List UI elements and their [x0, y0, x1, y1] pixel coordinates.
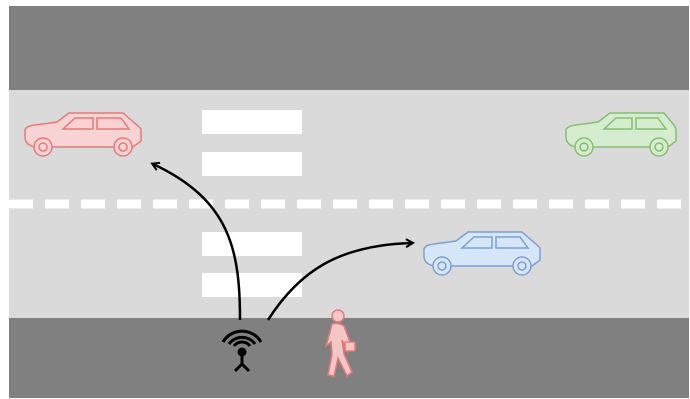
top-sidewalk	[9, 6, 689, 90]
crosswalk-stripe	[202, 232, 302, 256]
crosswalk-stripe	[202, 110, 302, 134]
bottom-sidewalk	[9, 318, 689, 398]
pedestrian-bag	[345, 342, 355, 351]
car-wheel	[34, 138, 52, 156]
car-wheel	[513, 257, 531, 275]
crosswalk-stripe	[202, 152, 302, 176]
pedestrian-head	[332, 310, 344, 322]
car-wheel	[114, 138, 132, 156]
car-wheel	[650, 138, 668, 156]
car-wheel	[433, 257, 451, 275]
car-wheel	[575, 138, 593, 156]
